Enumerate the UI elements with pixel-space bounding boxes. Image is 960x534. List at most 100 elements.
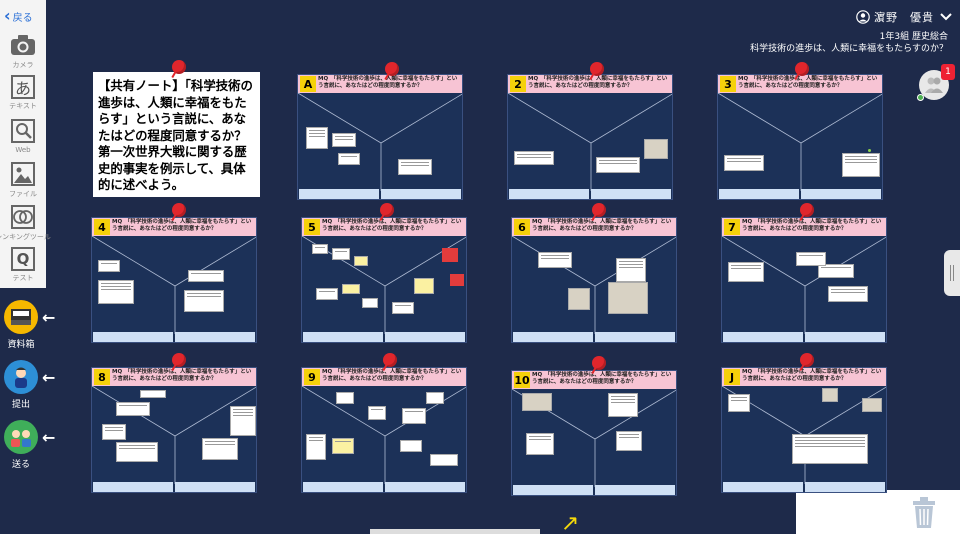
sticky-note[interactable]: [312, 244, 328, 254]
sticky-note[interactable]: [724, 155, 764, 171]
sticky-note[interactable]: [98, 280, 134, 304]
sticky-note[interactable]: [426, 392, 444, 404]
sticky-note[interactable]: [230, 406, 256, 436]
sticky-note[interactable]: [342, 284, 360, 294]
back-label: 戻る: [12, 12, 33, 24]
sticky-note[interactable]: [188, 270, 224, 282]
sticky-note[interactable]: [362, 298, 378, 308]
sticky-note[interactable]: [728, 394, 750, 412]
card-footer: [92, 482, 256, 492]
sticky-note[interactable]: [102, 424, 126, 440]
sticky-note[interactable]: [616, 258, 646, 282]
sticky-note[interactable]: [568, 288, 590, 310]
sticky-note[interactable]: [400, 440, 422, 452]
sticky-note[interactable]: [728, 262, 764, 282]
sticky-note[interactable]: [616, 431, 642, 451]
test-tool[interactable]: Q テスト: [0, 247, 46, 283]
sticky-note[interactable]: [450, 274, 464, 286]
card-number: J: [724, 369, 740, 385]
notification-avatar[interactable]: 1: [917, 64, 955, 101]
sticky-note[interactable]: [116, 402, 150, 416]
sticky-note[interactable]: [202, 438, 238, 460]
sticky-note[interactable]: [644, 139, 668, 159]
card-number: 8: [94, 369, 110, 385]
sticky-note[interactable]: [306, 434, 326, 460]
back-button[interactable]: ‹ 戻る: [4, 6, 33, 26]
trash-area[interactable]: [796, 490, 960, 534]
user-icon: [856, 10, 870, 24]
sticky-note[interactable]: [402, 408, 426, 424]
sticky-note[interactable]: [842, 153, 880, 177]
card-footer: [512, 485, 676, 495]
sticky-note[interactable]: [306, 127, 328, 149]
sticky-note[interactable]: [392, 302, 414, 314]
thinking-tool[interactable]: シンキングツール: [0, 204, 51, 242]
sticky-note[interactable]: [596, 157, 640, 173]
sticky-note[interactable]: [116, 442, 158, 462]
card-question: MQ 「科学技術の進歩は、人類に幸福をもたらす」という言説に、あなたはどの程度同…: [738, 76, 878, 90]
sticky-note[interactable]: [796, 252, 826, 266]
sticky-note[interactable]: [442, 248, 458, 262]
material-box-button[interactable]: ← 資料箱: [4, 300, 64, 350]
camera-tool[interactable]: カメラ: [0, 32, 46, 70]
sticky-note[interactable]: [332, 438, 354, 454]
sticky-note[interactable]: [514, 151, 554, 165]
sticky-note[interactable]: [862, 398, 882, 412]
sticky-note[interactable]: [538, 252, 572, 268]
sticky-note[interactable]: [430, 454, 458, 466]
sticky-note[interactable]: [398, 159, 432, 175]
sticky-note[interactable]: [332, 133, 356, 147]
sticky-note[interactable]: [414, 278, 434, 294]
card-footer: [92, 332, 256, 342]
card-footer: [718, 189, 882, 199]
sticky-note[interactable]: [98, 260, 120, 272]
y-chart-lines: [298, 93, 462, 191]
sticky-note[interactable]: [336, 392, 354, 404]
drawer-handle[interactable]: [944, 250, 960, 296]
file-tool[interactable]: ファイル: [0, 161, 46, 199]
sticky-note[interactable]: [332, 248, 350, 260]
submit-button[interactable]: ← 提出: [4, 360, 64, 410]
sticky-note[interactable]: [608, 393, 638, 417]
trash-icon: [913, 497, 935, 528]
card-question: MQ 「科学技術の進歩は、人類に幸福をもたらす」という言説に、あなたはどの程度同…: [322, 219, 462, 233]
sticky-note[interactable]: [792, 434, 868, 464]
sticky-note[interactable]: [140, 390, 166, 398]
sticky-note[interactable]: [368, 406, 386, 420]
card-number: 9: [304, 369, 320, 385]
card-footer: [722, 482, 886, 492]
shared-note-card[interactable]: 【共有ノート】「科学技術の進歩は、人類に幸福をもたらす」という言説に、あなたはど…: [93, 72, 260, 197]
sticky-note[interactable]: [828, 286, 868, 302]
test-label: テスト: [12, 274, 34, 282]
sticky-note[interactable]: [354, 256, 368, 266]
sticky-note[interactable]: [822, 388, 838, 402]
arrow-left-icon: ←: [42, 427, 56, 447]
sticky-note[interactable]: [316, 288, 338, 300]
sticky-note[interactable]: [526, 433, 554, 455]
text-tool[interactable]: あ テキスト: [0, 75, 46, 111]
send-button[interactable]: ← 送る: [4, 420, 64, 470]
sticky-note[interactable]: [522, 393, 552, 411]
user-menu[interactable]: 濵野 優貴: [856, 9, 952, 25]
sticky-note[interactable]: [184, 290, 224, 312]
chevron-left-icon: ‹: [4, 6, 11, 25]
web-tool[interactable]: Web: [0, 118, 46, 154]
sticky-note[interactable]: [818, 264, 854, 278]
card-question: MQ 「科学技術の進歩は、人類に幸福をもたらす」という言説に、あなたはどの程度同…: [112, 219, 252, 233]
sticky-note[interactable]: [608, 282, 648, 314]
sticky-note[interactable]: [338, 153, 360, 165]
